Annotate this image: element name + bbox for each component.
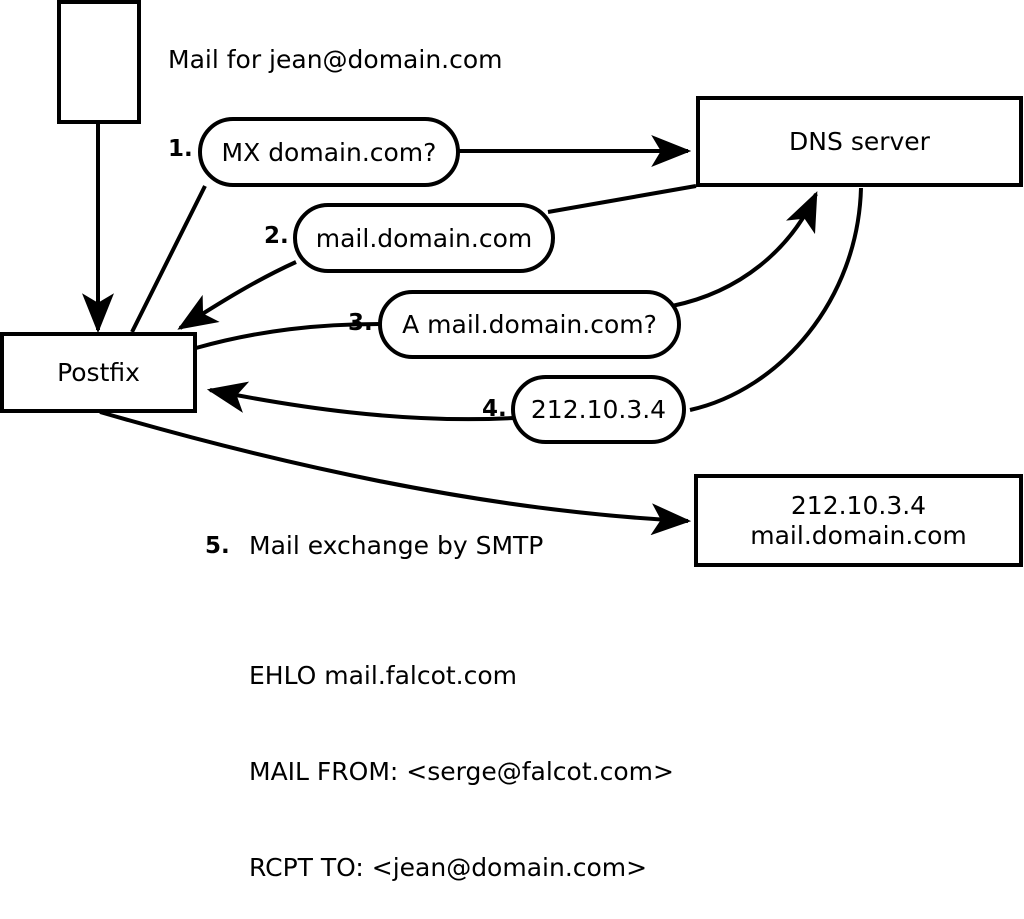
postfix-node[interactable]: Postfix <box>0 332 197 413</box>
dns-server-node-label: DNS server <box>789 126 930 156</box>
step-4-label: 212.10.3.4 <box>530 395 667 424</box>
sender-node[interactable] <box>57 0 141 124</box>
smtp-line: MAIL FROM: <serge@falcot.com> <box>249 757 674 786</box>
edge-step4-to-postfix <box>206 381 515 422</box>
step-5-number: 5. <box>205 533 230 559</box>
step-2-label: mail.domain.com <box>315 223 533 253</box>
smtp-transcript: EHLO mail.falcot.com MAIL FROM: <serge@f… <box>249 596 674 919</box>
step-3-label: A mail.domain.com? <box>402 310 657 339</box>
step-1-bubble[interactable]: MX domain.com? <box>198 117 460 187</box>
smtp-line: EHLO mail.falcot.com <box>249 661 518 690</box>
remote-mailserver-host: mail.domain.com <box>750 520 967 550</box>
step-2-number: 2. <box>264 223 289 249</box>
remote-mailserver-labels: 212.10.3.4 mail.domain.com <box>750 491 966 550</box>
step-5-label: Mail exchange by SMTP <box>249 531 544 560</box>
remote-mailserver-ip: 212.10.3.4 <box>790 491 927 520</box>
step-4-bubble[interactable]: 212.10.3.4 <box>511 375 686 444</box>
step-4-number: 4. <box>482 396 507 422</box>
postfix-node-label: Postfix <box>57 357 140 387</box>
edge-dns-to-step2 <box>547 184 697 214</box>
edge-postfix-to-step1 <box>130 185 207 333</box>
edge-postfix-to-mailserver <box>99 410 692 536</box>
step-1-number: 1. <box>168 136 193 162</box>
step-3-bubble[interactable]: A mail.domain.com? <box>378 290 681 359</box>
step-3-number: 3. <box>348 310 373 336</box>
edge-step3-to-dns <box>671 191 818 308</box>
edge-dns-to-step4 <box>689 187 863 412</box>
step-1-label: MX domain.com? <box>221 137 437 167</box>
remote-mailserver-node[interactable]: 212.10.3.4 mail.domain.com <box>694 474 1023 567</box>
edge-step2-to-postfix <box>177 260 297 330</box>
dns-server-node[interactable]: DNS server <box>696 96 1023 187</box>
step-2-bubble[interactable]: mail.domain.com <box>293 203 555 273</box>
edge-postfix-to-step3 <box>195 322 381 350</box>
smtp-line: RCPT TO: <jean@domain.com> <box>249 853 648 882</box>
mail-for-caption: Mail for jean@domain.com <box>168 45 503 74</box>
